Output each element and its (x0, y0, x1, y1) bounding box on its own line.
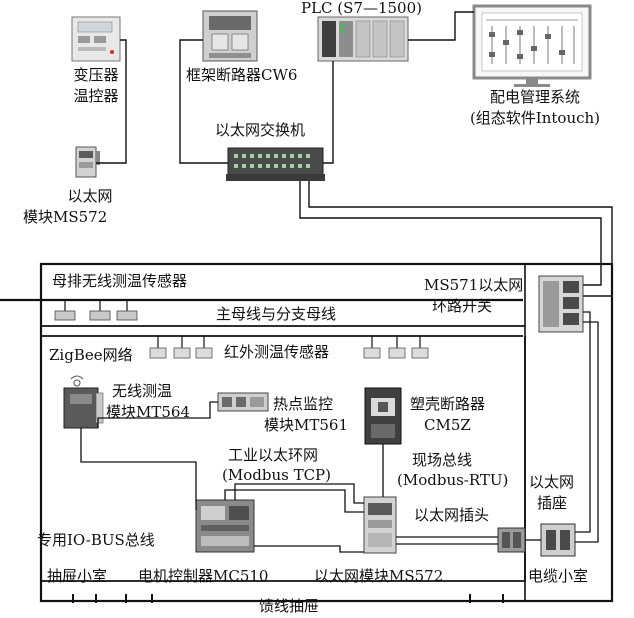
wireless-signal-icon (70, 375, 84, 380)
feeder-drawer-label: 馈线抽屉 (259, 597, 320, 615)
transformer-label-line1: 变压器 (73, 66, 119, 84)
inner-wiring (80, 311, 599, 553)
eth-module-bottom-label: 以太网模块MS572 (314, 567, 444, 585)
ethernet-socket-label-line1: 以太网 (529, 473, 575, 491)
ethernet-switch-device (226, 147, 325, 181)
mt564-label-line1: 无线测温 (112, 382, 173, 400)
cabinet-frame (0, 262, 614, 603)
management-label-line2: (组态软件Intouch) (469, 109, 601, 127)
ethernet-switch-label: 以太网交换机 (215, 121, 306, 139)
iobus-label: 专用IO-BUS总线 (37, 531, 155, 549)
management-label-line1: 配电管理系统 (489, 88, 580, 106)
eth-module-top-label-line1: 以太网 (67, 187, 113, 205)
cm5z-label-line2: CM5Z (424, 416, 471, 434)
cable-room-label: 电缆小室 (528, 567, 589, 585)
plc-label: PLC (S7—1500) (301, 0, 422, 17)
zigbee-label: ZigBee网络 (49, 346, 133, 364)
ethernet-plug-device (497, 527, 526, 553)
transformer-controller-device (71, 16, 121, 62)
fieldbus-label-line1: 现场总线 (412, 451, 473, 469)
mt564-label-line2: 模块MT564 (106, 403, 190, 421)
industrial-ring-label-line2: (Modbus TCP) (222, 466, 331, 484)
cm5z-label-line1: 塑壳断路器 (410, 395, 486, 413)
ms571-label-line2: 环路开关 (432, 297, 493, 315)
top-wiring (96, 11, 613, 297)
breaker-cw6-label: 框架断路器CW6 (186, 66, 298, 84)
mt561-device (217, 392, 269, 412)
ethernet-socket-label-line2: 插座 (537, 494, 568, 512)
drawer-room-label: 抽屉小室 (47, 567, 108, 585)
mc510-device (195, 499, 255, 553)
plc-device (317, 16, 409, 62)
ethernet-socket-device (540, 523, 576, 557)
infrared-sensors (149, 347, 429, 359)
ethernet-plug-label: 以太网插头 (414, 506, 490, 524)
transformer-label-line2: 温控器 (73, 87, 119, 105)
main-bus-label: 主母线与分支母线 (216, 305, 337, 323)
busbar-wireless-sensors (54, 310, 138, 321)
frame-breaker-cw6-device (202, 10, 258, 62)
management-monitor-device (472, 4, 592, 87)
eth-module-top-device (75, 146, 100, 178)
busbar-wireless-label: 母排无线测温传感器 (52, 272, 188, 290)
eth-module-bottom-device (363, 496, 397, 554)
ms571-ring-switch-device (538, 275, 584, 333)
branch-bus-lines (64, 300, 421, 348)
cm5z-device (364, 387, 402, 445)
mt564-device (63, 379, 104, 429)
ms571-label-line1: MS571以太网 (424, 276, 524, 294)
fieldbus-label-line2: (Modbus-RTU) (397, 471, 509, 489)
mc510-label: 电机控制器MC510 (138, 567, 269, 585)
mt561-label-line1: 热点监控 (273, 395, 334, 413)
infrared-label: 红外测温传感器 (224, 343, 330, 361)
mt561-label-line2: 模块MT561 (264, 416, 348, 434)
eth-module-top-label-line2: 模块MS572 (23, 208, 108, 226)
industrial-ring-label-line1: 工业以太环网 (228, 446, 319, 464)
